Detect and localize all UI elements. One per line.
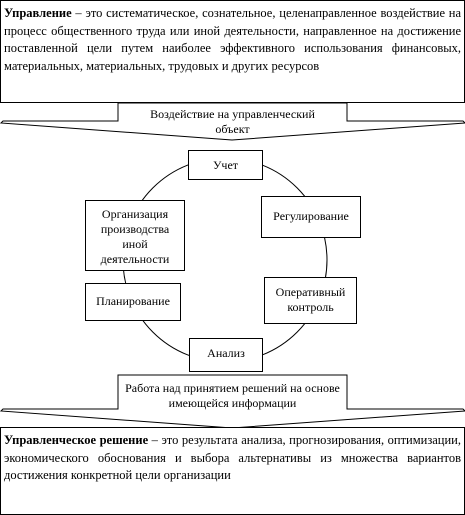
decision-definition-box: Управленческое решение – это результата … <box>0 427 465 515</box>
management-term: Управление <box>4 6 72 20</box>
organizatsiya-box: Организация производства иной деятельнос… <box>85 200 185 271</box>
bottom-arrow-label: Работа над принятием решений на основе и… <box>125 381 340 410</box>
bottom-arrow-shape <box>0 374 465 429</box>
uchet-label: Учет <box>212 158 239 172</box>
management-definition-box: Управление – это систематическое, сознат… <box>0 0 465 103</box>
decision-term: Управленческое решение <box>4 433 149 447</box>
planirovanie-label: Планирование <box>96 294 170 308</box>
analiz-box: Анализ <box>189 338 263 372</box>
organizatsiya-label: Организация производства иной деятельнос… <box>100 207 170 266</box>
top-arrow-shape <box>0 102 465 141</box>
top-arrow-label: Воздействие на управленческий объект <box>150 107 315 136</box>
operative-control-box: Оперативный контроль <box>264 277 357 324</box>
uchet-box: Учет <box>188 150 263 180</box>
regulirovanie-box: Регулирование <box>261 196 361 238</box>
decision-definition-text: – это результата анализа, прогнозировани… <box>4 433 461 483</box>
analiz-label: Анализ <box>207 346 245 360</box>
planirovanie-box: Планирование <box>85 283 181 321</box>
regulirovanie-label: Регулирование <box>273 209 349 223</box>
management-definition-text: – это систематическое, сознательное, цел… <box>4 6 461 73</box>
operative-control-label: Оперативный контроль <box>275 285 346 314</box>
